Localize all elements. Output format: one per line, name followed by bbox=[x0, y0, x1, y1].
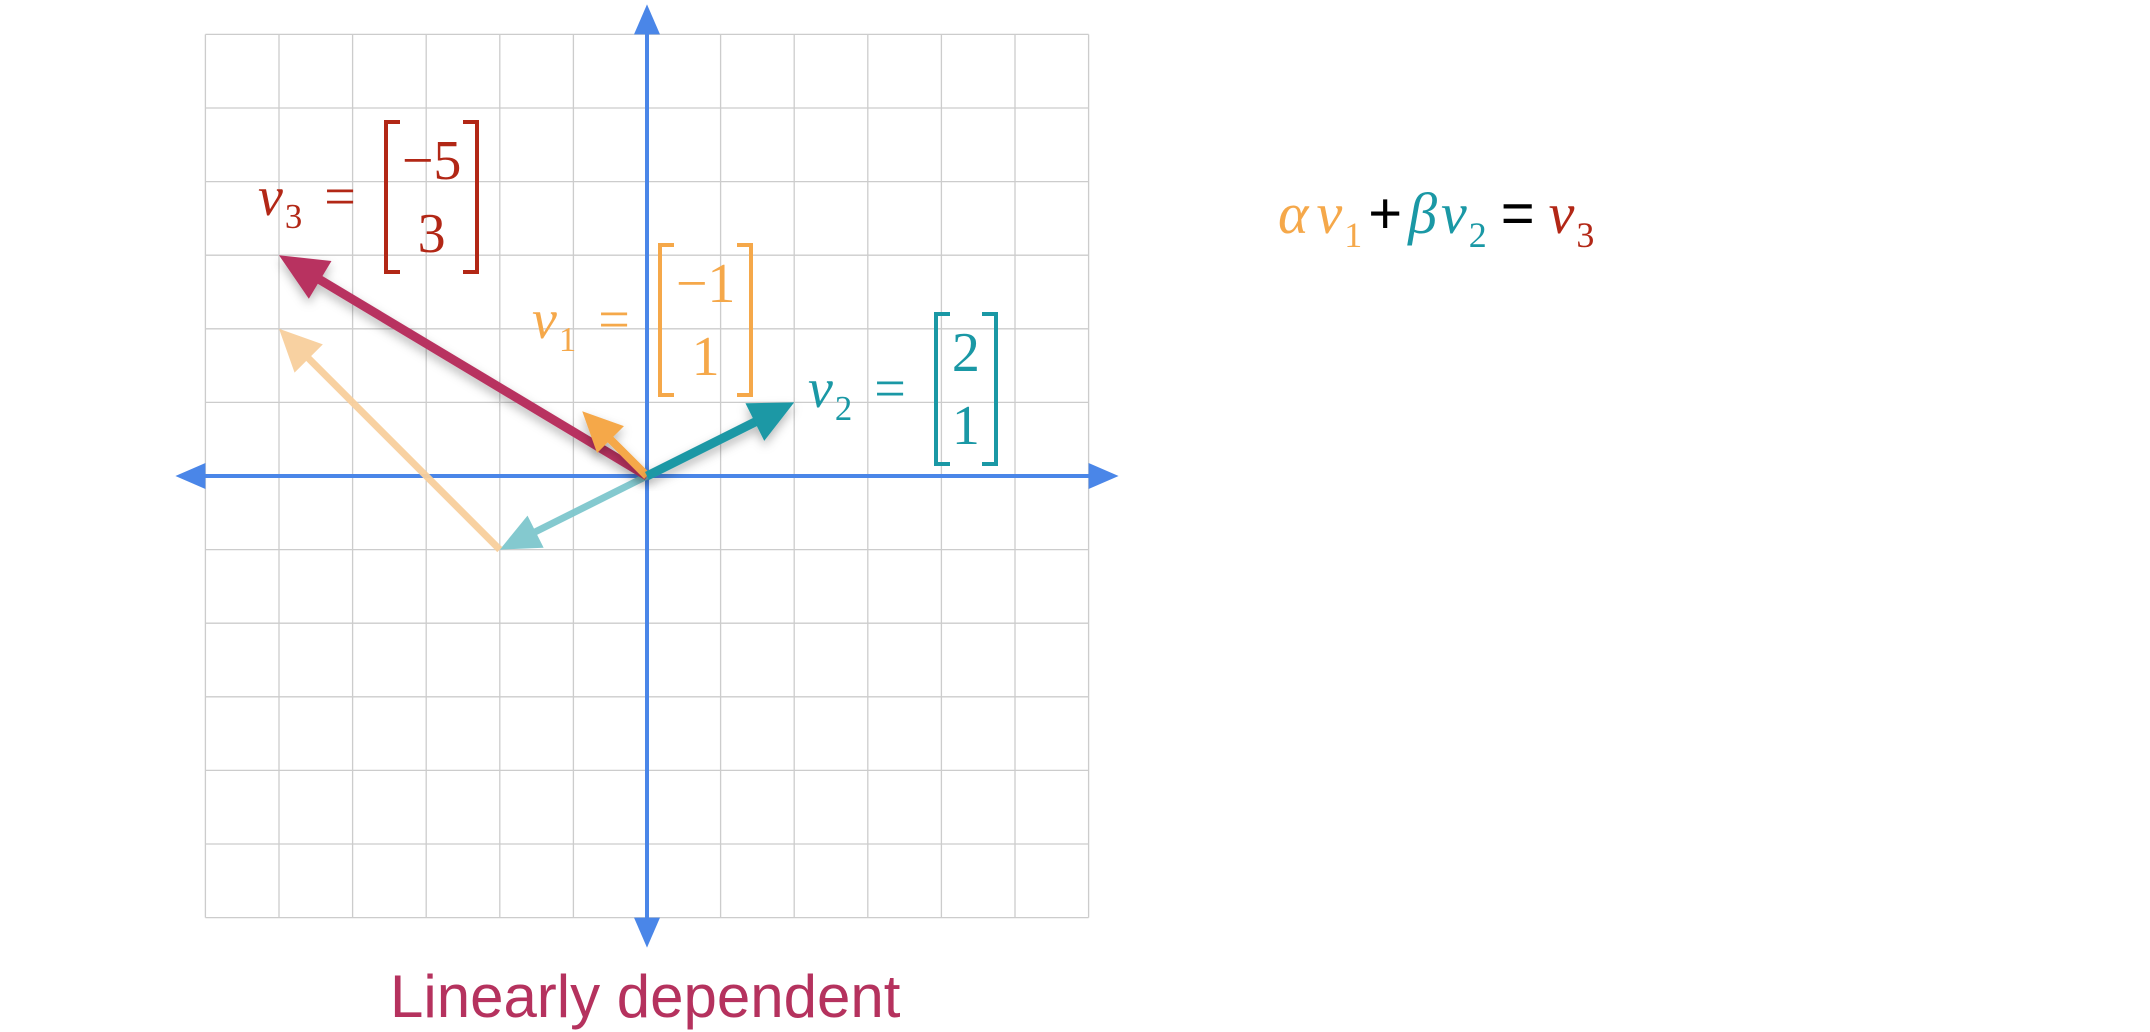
v2-arrow bbox=[644, 402, 795, 481]
plus-sign: + bbox=[1368, 181, 1403, 246]
scaled-v1-arrow-head-icon bbox=[279, 328, 323, 373]
v1-arrow-shaft bbox=[604, 433, 650, 479]
v1-equals: = bbox=[598, 289, 630, 351]
v1-symbol: v1 bbox=[532, 289, 577, 360]
v3-label: v3 = −5 3 bbox=[258, 120, 480, 274]
v2-equals: = bbox=[874, 358, 906, 420]
v1-arrow-head-icon bbox=[582, 411, 624, 453]
formula-v2: v2 bbox=[1440, 181, 1487, 255]
v3-entry-top: −5 bbox=[401, 129, 462, 192]
scaled-v2-arrow-head-icon bbox=[499, 515, 544, 550]
y-axis-bottom-arrow-icon bbox=[634, 917, 660, 948]
formula-v1: v1 bbox=[1316, 181, 1363, 255]
v2-entry-top: 2 bbox=[951, 321, 980, 384]
formula-v3: v3 bbox=[1548, 181, 1595, 255]
x-axis-right-arrow-icon bbox=[1088, 463, 1119, 489]
scaled-v2-arrow-shaft bbox=[530, 472, 649, 537]
v3-equals: = bbox=[324, 166, 356, 228]
v2-symbol: v2 bbox=[808, 358, 853, 429]
scaled-v2-arrow bbox=[499, 472, 649, 550]
v1-arrow bbox=[582, 411, 650, 479]
scaled-v1-arrow-shaft bbox=[303, 353, 503, 553]
v1-matrix: −1 1 bbox=[657, 243, 754, 397]
v2-matrix: 2 1 bbox=[933, 312, 998, 466]
v1-entry-bottom: 1 bbox=[691, 325, 720, 388]
v1-label: v1 = −1 1 bbox=[532, 243, 754, 397]
v1-entry-top: −1 bbox=[675, 252, 736, 315]
v3-arrow-head-icon bbox=[279, 255, 332, 299]
formula-equals: = bbox=[1500, 181, 1535, 246]
v3-entry-bottom: 3 bbox=[417, 202, 446, 265]
x-axis-left-arrow-icon bbox=[175, 463, 206, 489]
v3-arrow-shaft bbox=[314, 273, 650, 480]
v2-label: v2 = 2 1 bbox=[808, 312, 998, 466]
v2-arrow-shaft bbox=[644, 416, 761, 481]
v3-arrow bbox=[279, 255, 650, 480]
v2-arrow-head-icon bbox=[745, 402, 795, 441]
diagram-caption: Linearly dependent bbox=[390, 963, 901, 1030]
y-axis-top-arrow-icon bbox=[634, 4, 660, 35]
beta-symbol: β bbox=[1408, 181, 1437, 246]
alpha-symbol: α bbox=[1278, 181, 1309, 246]
v2-entry-bottom: 1 bbox=[951, 394, 980, 457]
v3-matrix: −5 3 bbox=[383, 120, 480, 274]
v3-symbol: v3 bbox=[258, 166, 303, 237]
scaled-v1-arrow bbox=[279, 328, 503, 553]
